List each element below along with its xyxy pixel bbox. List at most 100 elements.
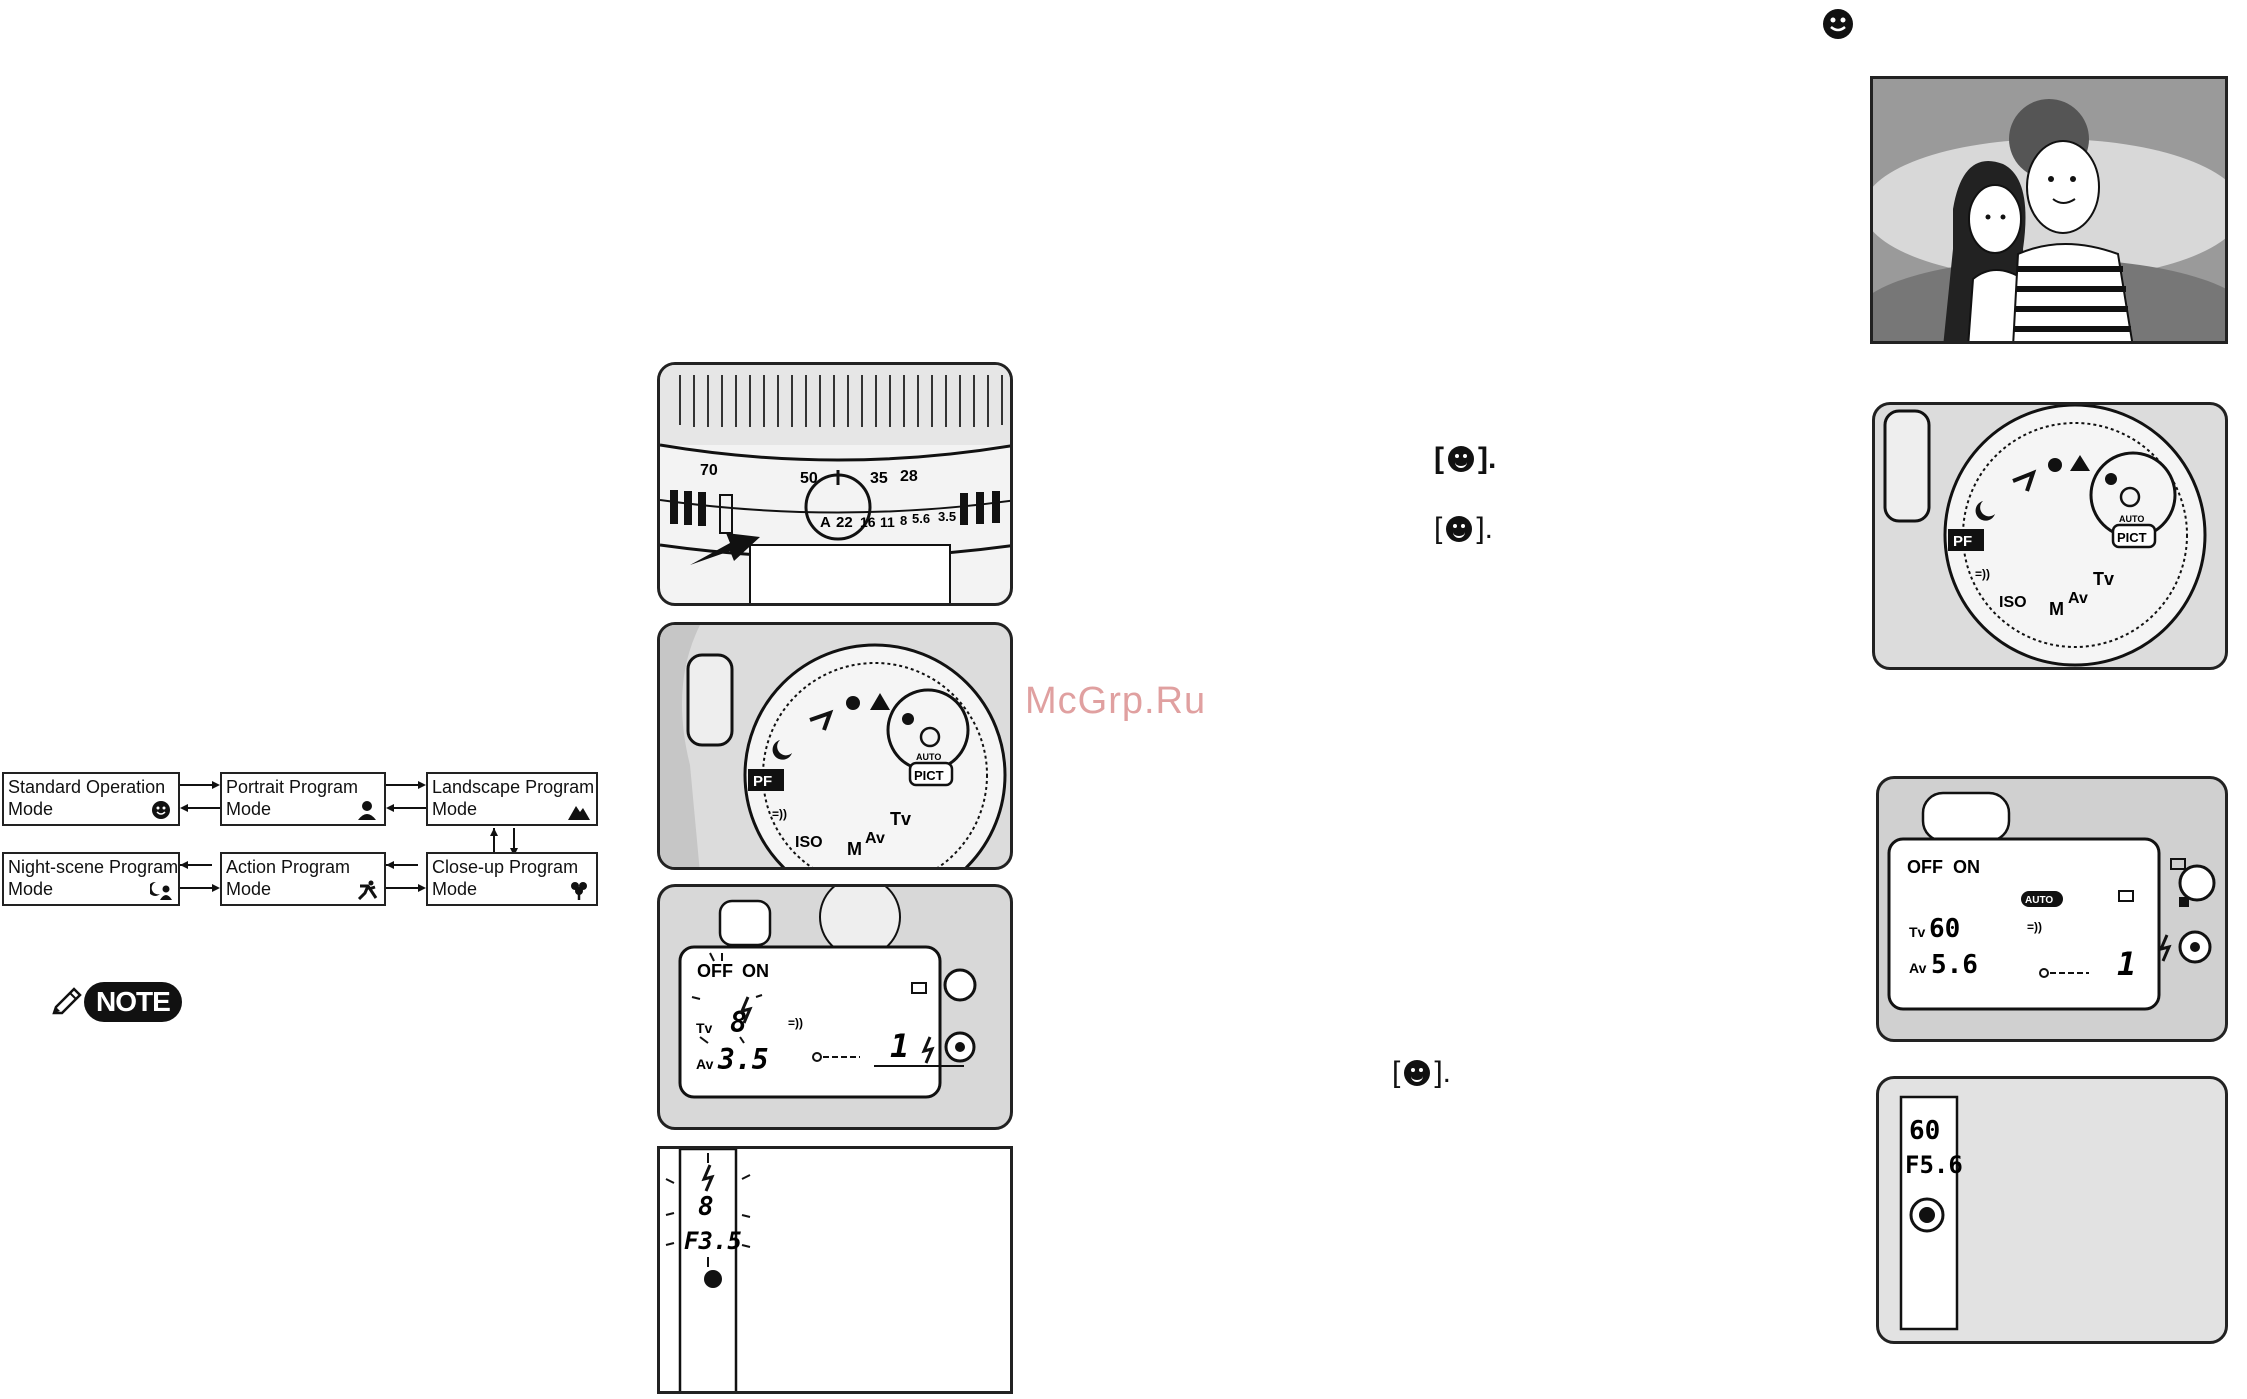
box-line2: Mode [8,879,54,899]
pf-text: PF [753,773,772,790]
aperture-11: 11 [880,514,895,530]
viewfinder-right: 60 F5.6 [1876,1076,2228,1344]
focal-50: 50 [800,470,818,487]
note-badge: NOTE [50,980,182,1024]
aperture-22: 22 [836,514,853,531]
lcd-right-beep-icon: =)) [2027,920,2042,934]
note-label: NOTE [84,982,182,1022]
lcd-right-aperture-value: 5.6 [1931,950,1978,980]
box-line2: Mode [432,879,478,899]
smiley-reference-2: []. [1434,512,1493,546]
ref2-close: ]. [1476,512,1494,545]
ref2-open: [ [1434,512,1443,545]
focal-28: 28 [900,468,918,485]
av-label: Av [865,830,885,847]
viewfinder-left-illustration: 8 F3.5 [665,1149,751,1391]
lcd-right-av-label: Av [1909,960,1927,976]
lcd-right-count-value: 1 [2117,945,2136,983]
aperture-3-5: 3.5 [938,509,956,524]
smiley-reference-1: []. [1434,442,1496,476]
dial-night-icon [772,740,792,760]
aperture-a: A [820,514,831,531]
portrait-mode-box: Portrait Program Mode [220,772,386,826]
beep-icon: =)) [772,807,787,821]
box-line1: Landscape Program [432,777,595,797]
smiley-icon [1446,516,1473,542]
dial-flower-icon-right [2048,458,2062,472]
standard-mode-box: Standard Operation Mode [2,772,180,826]
dial-portrait-icon [902,713,914,725]
lens-aperture-figure: 70 50 35 28 A 22 16 11 8 5.6 3.5 [657,362,1013,606]
portrait-icon [358,801,376,820]
action-mode-box: Action Program Mode [220,852,386,906]
m-label: M [847,839,862,859]
watermark-text: McGrp.Ru [1025,680,1207,722]
smiley-icon [152,801,170,819]
iso-label: ISO [795,834,823,851]
lcd-left-illustration: OFF ON Tv 8 Av 3.5 1 =)) [678,887,977,1099]
pict-label-right: PICT [2117,530,2147,545]
smiley-icon [1448,446,1474,472]
lens-illustration: 70 50 35 28 A 22 16 11 8 5.6 3.5 [660,365,1010,603]
ref3-close: ]. [1434,1056,1452,1089]
lcd-right-shutter-value: 60 [1929,914,1960,944]
flower-icon [571,882,587,900]
lcd-shutter-value: 8 [730,1006,747,1039]
lcd-count-value: 1 [890,1027,909,1065]
box-line1: Action Program [226,857,351,877]
dial-runner-icon-right [2012,469,2037,492]
lcd-right-off-label: OFF [1907,857,1943,877]
dial-night-icon-right [1975,501,1995,521]
tv-label: Tv [890,809,911,829]
box-line1: Night-scene Program [8,857,179,877]
box-line1: Close-up Program [432,857,579,877]
mode-dial-figure-left: PF PF PICT AUTO Tv Av M ISO =)) [657,622,1013,870]
mode-dial-illustration: PF PF PICT AUTO Tv Av M ISO =)) [660,625,1007,867]
box-line1: Portrait Program [226,777,359,797]
beep-icon-right: =)) [1975,567,1990,581]
ref3-open: [ [1392,1056,1401,1089]
lcd-aperture-value: 3.5 [717,1043,769,1076]
smiley-icon [1404,1060,1431,1086]
close-up-mode-box: Close-up Program Mode [426,852,598,906]
aperture-16: 16 [860,514,876,530]
lcd-panel-left: OFF ON Tv 8 Av 3.5 1 =)) [657,884,1013,1130]
dial-mountain-icon-right [2070,455,2090,471]
night-scene-icon [150,881,172,900]
couple-drawing [1873,79,2225,341]
mode-dial-figure-right: PF PICT AUTO Tv Av M ISO =)) [1872,402,2228,670]
dial-portrait-icon-right [2105,473,2117,485]
tv-label-right: Tv [2093,569,2114,589]
aperture-8: 8 [900,513,907,528]
lcd-auto-label: AUTO [2025,895,2053,906]
box-line2: Mode [226,879,272,899]
lcd-right-tv-label: Tv [1909,924,1926,940]
dial-runner-icon [809,709,834,731]
mountain-icon [568,806,590,820]
mode-flow-diagram: Standard Operation Mode Portrait Program… [0,760,600,920]
ref1-open: [ [1434,442,1444,475]
vf-right-aperture-value: F5.6 [1905,1151,1963,1179]
vf-shutter-value: 8 [698,1192,714,1222]
iso-label-right: ISO [1999,594,2027,611]
viewfinder-left: 8 F3.5 [657,1146,1013,1394]
runner-icon [357,880,378,900]
vf-right-shutter-value: 60 [1909,1116,1940,1146]
box-line2: Mode [8,799,54,819]
lcd-on-label: ON [742,961,769,981]
lcd-beep-icon: =)) [788,1016,803,1030]
lcd-panel-right: AUTO OFF ON Tv 60 Av 5.6 1 =)) [1876,776,2228,1042]
night-scene-mode-box: Night-scene Program Mode [2,852,180,906]
lcd-flash-icon [739,996,753,1024]
m-label-right: M [2049,599,2064,619]
couple-photo-illustration [1870,76,2228,344]
focal-70: 70 [700,462,718,479]
box-line1: Standard Operation [8,777,166,797]
lcd-av-label: Av [696,1056,714,1072]
aperture-5-6: 5.6 [912,511,930,526]
box-line2: Mode [226,799,272,819]
pict-label: PICT [914,768,944,783]
vf-smiley-icon [704,1270,722,1288]
auto-label: AUTO [916,752,941,762]
lcd-right-on-label: ON [1953,857,1980,877]
